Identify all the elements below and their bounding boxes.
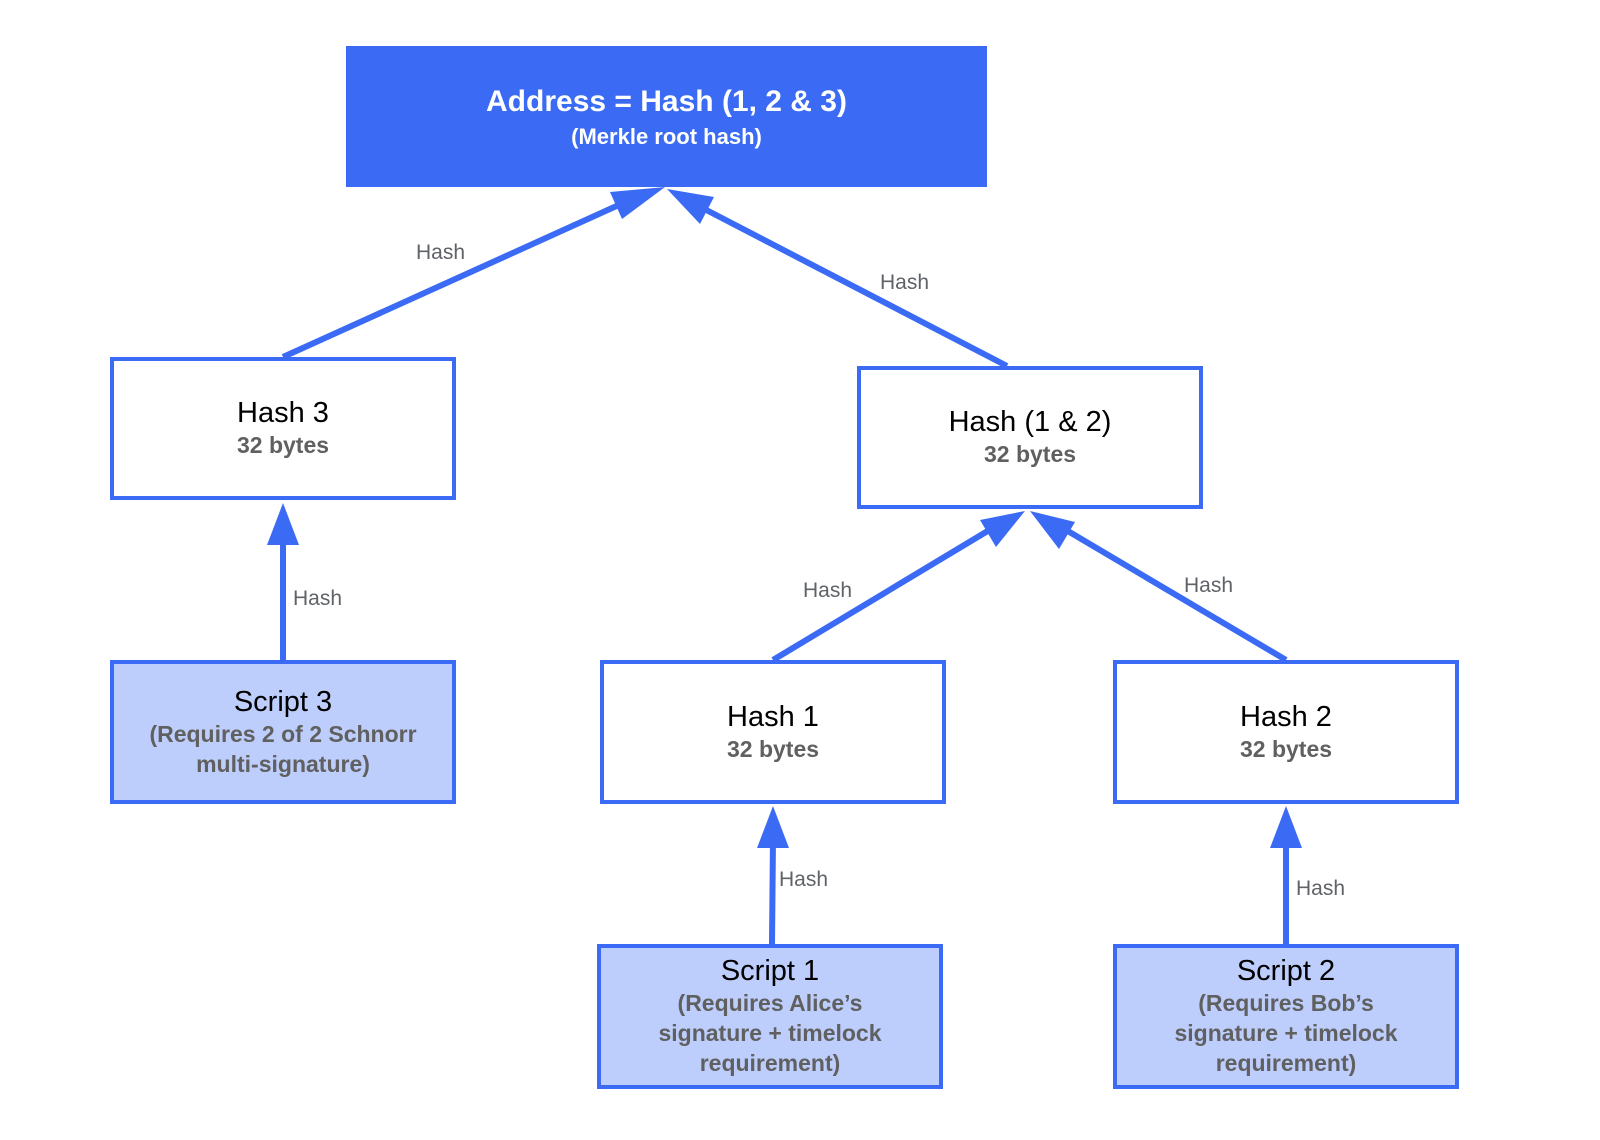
node-title: Script 2 — [1236, 955, 1336, 987]
edge-line — [769, 837, 776, 945]
hash-2-node: Hash 2 32 bytes — [1113, 660, 1459, 804]
merkle-root-node: Address = Hash (1, 2 & 3) (Merkle root h… — [346, 46, 987, 187]
edge-line — [281, 196, 634, 360]
arrowhead-icon — [1030, 511, 1075, 549]
node-title: Hash 1 — [727, 700, 819, 733]
edge-hash2-hash12 — [1030, 511, 1288, 663]
edge-hash12-root — [667, 189, 1009, 369]
node-title: Script 3 — [233, 685, 333, 718]
edge-label-script2-hash2: Hash — [1296, 877, 1346, 900]
node-subtitle: (Merkle root hash) — [571, 123, 762, 149]
hash-3-node: Hash 3 32 bytes — [110, 357, 456, 500]
node-subtitle: 32 bytes — [1239, 735, 1333, 762]
node-subtitle: 32 bytes — [236, 432, 330, 458]
edge-script3-hash3 — [267, 503, 299, 660]
edge-hash1-hash12 — [771, 511, 1025, 663]
edge-label-hash3-root: Hash — [416, 241, 466, 264]
node-title: Hash 3 — [237, 397, 329, 429]
edge-line — [687, 198, 1009, 369]
script-2-node: Script 2 (Requires Bob’s signature + tim… — [1113, 944, 1459, 1089]
node-subtitle: 32 bytes — [726, 735, 820, 762]
node-title: Hash 2 — [1240, 700, 1332, 733]
edge-label-script3-hash3: Hash — [293, 587, 343, 610]
arrowhead-icon — [267, 503, 299, 545]
edge-label-hash2-hash12: Hash — [1184, 574, 1234, 597]
edge-script2-hash2 — [1270, 806, 1302, 944]
arrowhead-icon — [980, 511, 1025, 547]
edge-line — [1059, 524, 1288, 663]
arrowhead-icon — [757, 806, 789, 848]
edge-hash3-root — [281, 187, 665, 360]
node-title: Address = Hash (1, 2 & 3) — [486, 84, 847, 118]
arrowhead-icon — [610, 187, 665, 219]
edge-line — [771, 523, 998, 663]
node-subtitle: (Requires Bob’s signature + timelock req… — [1174, 990, 1398, 1076]
edge-label-script1-hash1: Hash — [779, 868, 829, 891]
hash-1-2-node: Hash (1 & 2) 32 bytes — [857, 366, 1203, 509]
script-3-node: Script 3 (Requires 2 of 2 Schnorr multi-… — [110, 660, 456, 804]
arrowhead-icon — [667, 189, 714, 224]
node-subtitle: (Requires 2 of 2 Schnorr multi-signature… — [149, 720, 417, 777]
script-1-node: Script 1 (Requires Alice’s signature + t… — [597, 944, 943, 1089]
hash-1-node: Hash 1 32 bytes — [600, 660, 946, 804]
node-subtitle: (Requires Alice’s signature + timelock r… — [658, 990, 882, 1076]
edge-label-hash1-hash12: Hash — [803, 579, 853, 602]
node-subtitle: 32 bytes — [983, 441, 1077, 467]
edge-label-hash12-root: Hash — [880, 271, 930, 294]
arrowhead-icon — [1270, 806, 1302, 848]
node-title: Script 1 — [720, 955, 820, 987]
node-title: Hash (1 & 2) — [948, 406, 1112, 438]
edge-script1-hash1 — [757, 806, 789, 945]
